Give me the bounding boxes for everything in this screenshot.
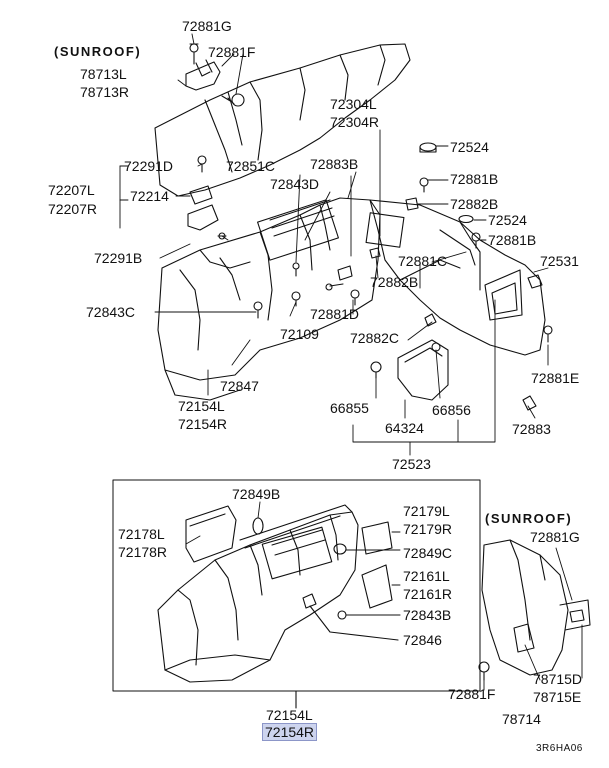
label-72161R: 72161R [403,586,453,602]
label-72843C: 72843C [86,304,136,320]
label-72523: 72523 [392,456,431,472]
label-72846: 72846 [403,632,442,648]
label-72881E: 72881E [531,370,580,386]
label-72881G-b: 72881G [530,529,580,545]
label-72524-a: 72524 [450,139,489,155]
label-72847: 72847 [220,378,259,394]
label-72882B-a: 72882B [450,196,499,212]
label-72304L: 72304L [330,96,377,112]
label-sunroof-top: (SUNROOF) [54,44,142,59]
label-72881F-top: 72881F [208,44,256,60]
label-72849C: 72849C [403,545,453,561]
label-72843B: 72843B [403,607,452,623]
label-72881C: 72881C [398,253,448,269]
label-72881D: 72881D [310,306,360,322]
label-64324: 64324 [385,420,424,436]
label-72849B: 72849B [232,486,281,502]
label-72881B-b: 72881B [488,232,537,248]
leader-lines-top [119,33,549,456]
clips-bottom [252,517,401,641]
label-72178R: 72178R [118,544,168,560]
label-72524-b: 72524 [488,212,527,228]
label-72883: 72883 [512,421,551,437]
trim-panel-72178 [185,505,237,563]
quarter-trim-upper [157,197,381,401]
label-72291B: 72291B [94,250,143,266]
label-78715D: 78715D [533,671,583,687]
label-72154L-a: 72154L [178,398,225,414]
label-72154R-b-highlighted[interactable]: 72154R [262,723,318,741]
label-72843D: 72843D [270,176,320,192]
label-72154L-b: 72154L [266,707,313,723]
label-72207R: 72207R [48,201,98,217]
clips-top [187,142,553,411]
leader-lines-bottom [185,501,583,691]
label-72207L: 72207L [48,182,95,198]
label-72214: 72214 [130,188,169,204]
label-72531: 72531 [540,253,579,269]
label-72881B-a: 72881B [450,171,499,187]
label-72291D: 72291D [124,158,174,174]
label-72881G-top: 72881G [182,18,232,34]
label-72304R: 72304R [330,114,380,130]
label-72178L: 72178L [118,526,165,542]
quarter-trim-lower [157,504,359,683]
label-78713L: 78713L [80,66,127,82]
label-78713R: 78713R [80,84,130,100]
bolt-72881F-top [221,93,245,107]
label-sunroof-bottom: (SUNROOF) [485,511,573,526]
label-72882C: 72882C [350,330,400,346]
diagram-code: 3R6HA06 [536,743,583,754]
label-66855: 66855 [330,400,369,416]
label-72883B: 72883B [310,156,359,172]
label-66856: 66856 [432,402,471,418]
label-72154R-a: 72154R [178,416,228,432]
label-72109: 72109 [280,326,319,342]
label-72179L: 72179L [403,503,450,519]
label-78715E: 78715E [533,689,582,705]
label-72851C: 72851C [226,158,276,174]
rear-quarter-trim-upper [365,199,546,356]
label-72882B-b: 72882B [370,274,419,290]
rear-quarter-trim-lower [478,539,591,681]
label-72881F-b: 72881F [448,686,496,702]
label-72161L: 72161L [403,568,450,584]
label-72179R: 72179R [403,521,453,537]
label-78714: 78714 [502,711,541,727]
trim-panel-64324 [397,339,449,401]
